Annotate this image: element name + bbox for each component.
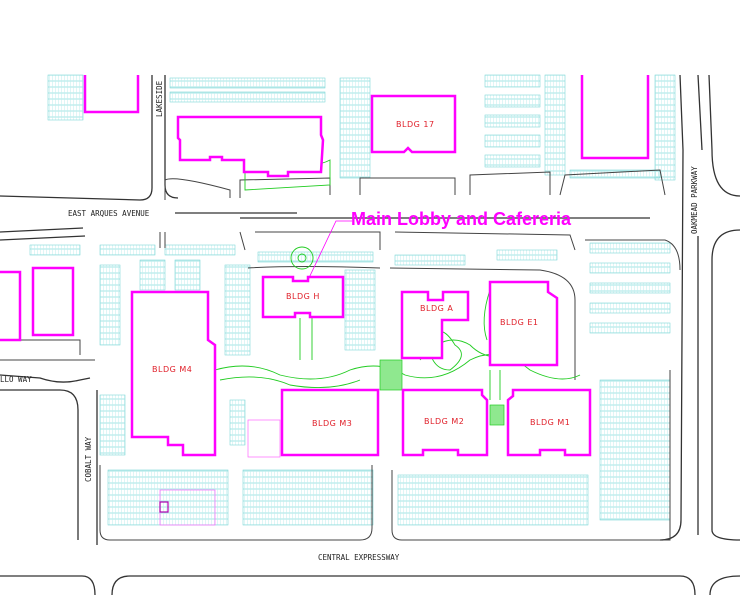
label-bldg-m4: BLDG M4 — [152, 365, 192, 374]
callout-leader-line — [307, 220, 352, 281]
label-bldg-m1: BLDG M1 — [530, 418, 570, 427]
label-bldg-m3: BLDG M3 — [312, 419, 352, 428]
label-bldg-a: BLDG A — [420, 304, 453, 313]
curbs — [0, 169, 681, 541]
buildings — [0, 75, 650, 526]
label-cobalt-way: COBALT WAY — [84, 436, 93, 482]
roads — [0, 74, 741, 596]
parking-lots — [29, 74, 676, 526]
label-lakeside: LAKESIDE — [155, 80, 164, 117]
label-bldg-e1: BLDG E1 — [500, 318, 539, 327]
label-bldg-17: BLDG 17 — [396, 120, 435, 129]
label-bldg-h: BLDG H — [286, 292, 320, 301]
main-lobby-callout: Main Lobby and Cafereria — [351, 209, 572, 229]
label-bldg-m2: BLDG M2 — [424, 417, 464, 426]
label-oakmead-parkway: OAKMEAD PARKWAY — [690, 166, 699, 234]
label-east-arques-avenue: EAST ARQUES AVENUE — [68, 209, 150, 218]
label-central-expressway: CENTRAL EXPRESSWAY — [318, 553, 400, 562]
label-partial-way: LLO WAY — [0, 375, 32, 384]
